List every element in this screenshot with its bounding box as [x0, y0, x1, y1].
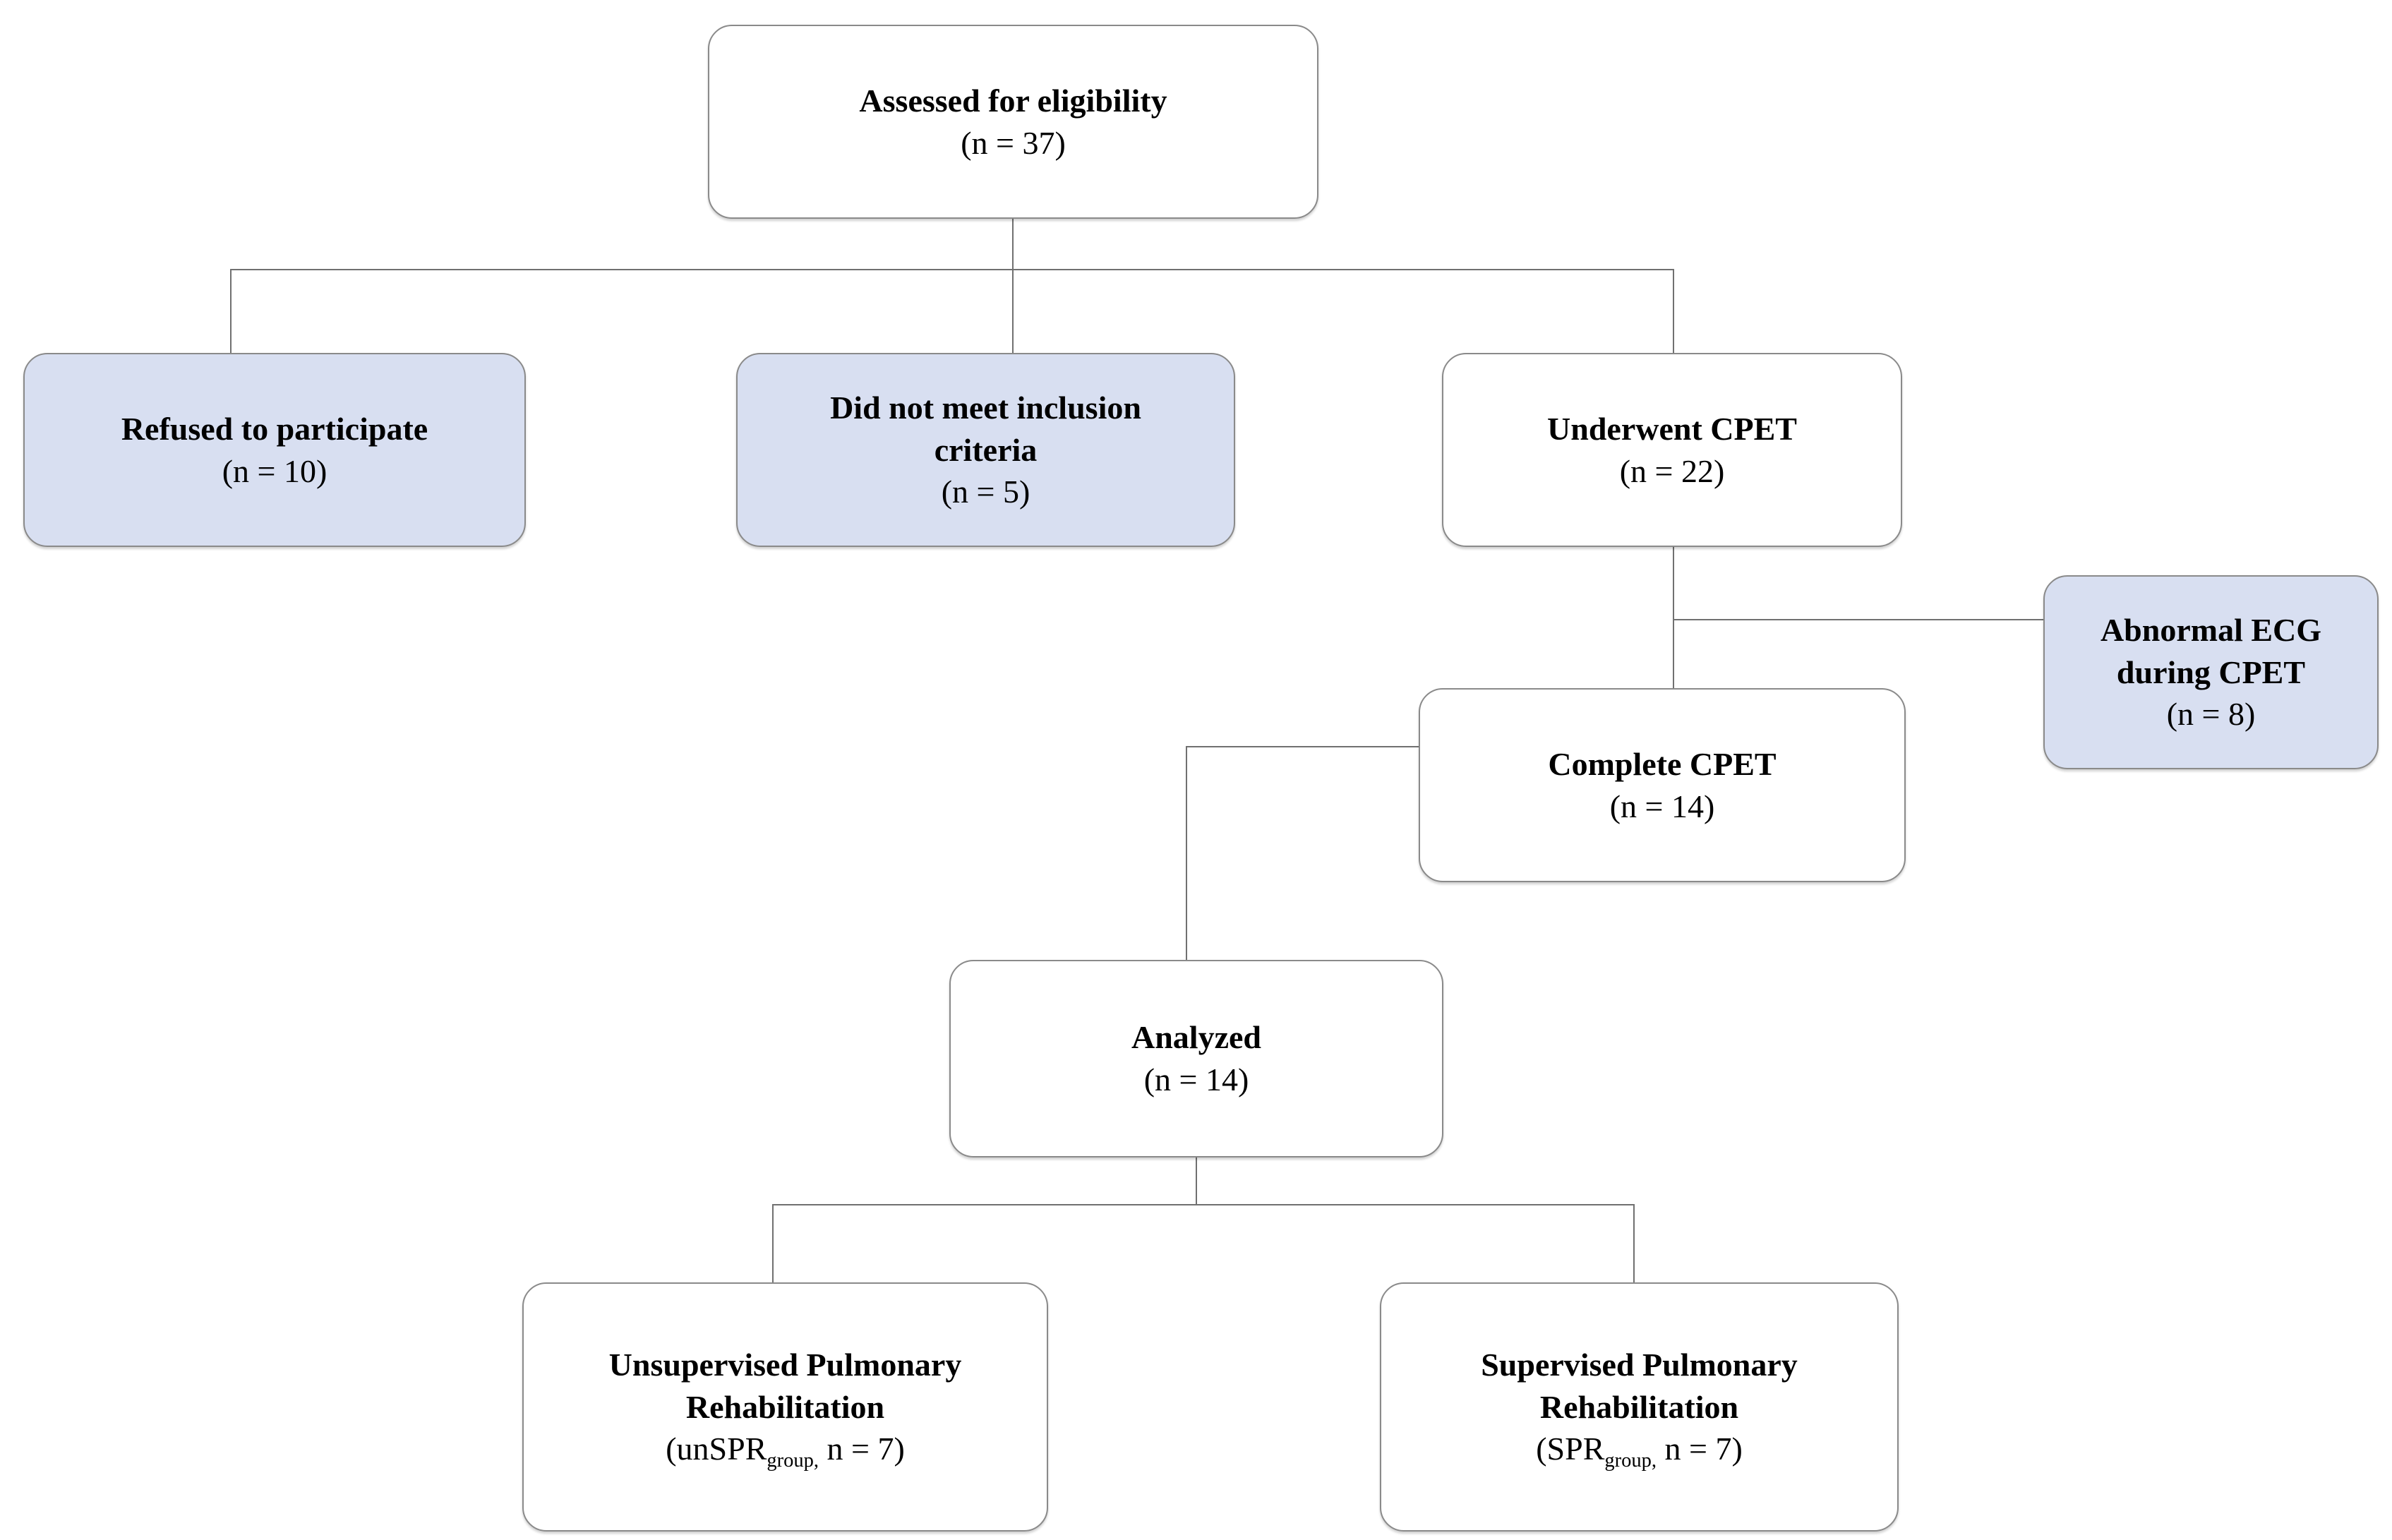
node-refused-to-participate[interactable]: Refused to participate (n = 10) [23, 353, 526, 547]
node-analyzed-title: Analyzed [1131, 1019, 1261, 1056]
node-underwent-cpet-count: (n = 22) [1619, 452, 1725, 489]
node-unsupervised-pr-group-pre: (unSPR [666, 1431, 767, 1467]
node-did-not-meet-inclusion-criteria[interactable]: Did not meet inclusion criteria (n = 5) [736, 353, 1235, 547]
node-assessed-title: Assessed for eligibility [859, 82, 1167, 119]
node-supervised-pr-count: (SPRgroup, n = 7) [1536, 1428, 1743, 1472]
connector-complete-cpet-drop [1186, 746, 1187, 961]
connector-row4-splitter [772, 1204, 1635, 1205]
connector-to-abnormal-ecg [1673, 619, 2045, 620]
connector-to-no-inclusion [1012, 269, 1014, 354]
node-abnormal-ecg-title-line1: Abnormal ECG [2100, 611, 2322, 648]
connector-row2-splitter [230, 269, 1674, 270]
node-unsupervised-pr-count: (unSPRgroup, n = 7) [666, 1428, 905, 1472]
node-abnormal-ecg-count: (n = 8) [2166, 696, 2256, 733]
node-unsupervised-pr-title-line1: Unsupervised Pulmonary [608, 1346, 962, 1383]
connector-complete-cpet-left [1186, 746, 1420, 747]
node-unsupervised-pr-title-line2: Rehabilitation [685, 1388, 885, 1425]
node-supervised-pr-title-line2: Rehabilitation [1539, 1388, 1739, 1425]
node-unsupervised-pulmonary-rehabilitation[interactable]: Unsupervised Pulmonary Rehabilitation (u… [522, 1282, 1048, 1532]
node-no-inclusion-title-line1: Did not meet inclusion [830, 389, 1141, 426]
node-analyzed-count: (n = 14) [1143, 1061, 1249, 1097]
connector-analyzed-stem [1196, 1157, 1197, 1205]
node-unsupervised-pr-group-sub: group, [767, 1449, 819, 1472]
node-refused-count: (n = 10) [222, 452, 327, 489]
connector-to-refused [230, 269, 232, 354]
node-complete-cpet[interactable]: Complete CPET (n = 14) [1419, 688, 1906, 882]
connector-assessed-stem [1012, 219, 1014, 270]
node-no-inclusion-title-line2: criteria [934, 431, 1038, 468]
node-supervised-pr-title-line1: Supervised Pulmonary [1481, 1346, 1798, 1383]
connector-cpet-stem [1673, 547, 1674, 748]
node-supervised-pr-group-post: n = 7) [1657, 1431, 1743, 1467]
connector-to-unsupervised-pr [772, 1204, 774, 1284]
node-assessed-count: (n = 37) [961, 124, 1066, 161]
node-complete-cpet-title: Complete CPET [1548, 745, 1777, 782]
node-unsupervised-pr-group-post: n = 7) [819, 1431, 905, 1467]
node-refused-title: Refused to participate [121, 410, 428, 447]
node-supervised-pr-group-pre: (SPR [1536, 1431, 1605, 1467]
node-complete-cpet-count: (n = 14) [1609, 788, 1715, 824]
node-supervised-pr-group-sub: group, [1604, 1449, 1657, 1472]
node-abnormal-ecg-title-line2: during CPET [2116, 654, 2306, 690]
node-no-inclusion-count: (n = 5) [941, 474, 1030, 510]
node-underwent-cpet-title: Underwent CPET [1547, 410, 1797, 447]
node-supervised-pulmonary-rehabilitation[interactable]: Supervised Pulmonary Rehabilitation (SPR… [1380, 1282, 1899, 1532]
node-assessed-for-eligibility[interactable]: Assessed for eligibility (n = 37) [708, 25, 1318, 219]
connector-to-supervised-pr [1633, 1204, 1635, 1284]
node-underwent-cpet[interactable]: Underwent CPET (n = 22) [1442, 353, 1902, 547]
node-abnormal-ecg-during-cpet[interactable]: Abnormal ECG during CPET (n = 8) [2043, 575, 2379, 769]
connector-to-underwent-cpet [1673, 269, 1674, 354]
node-analyzed[interactable]: Analyzed (n = 14) [949, 960, 1443, 1157]
